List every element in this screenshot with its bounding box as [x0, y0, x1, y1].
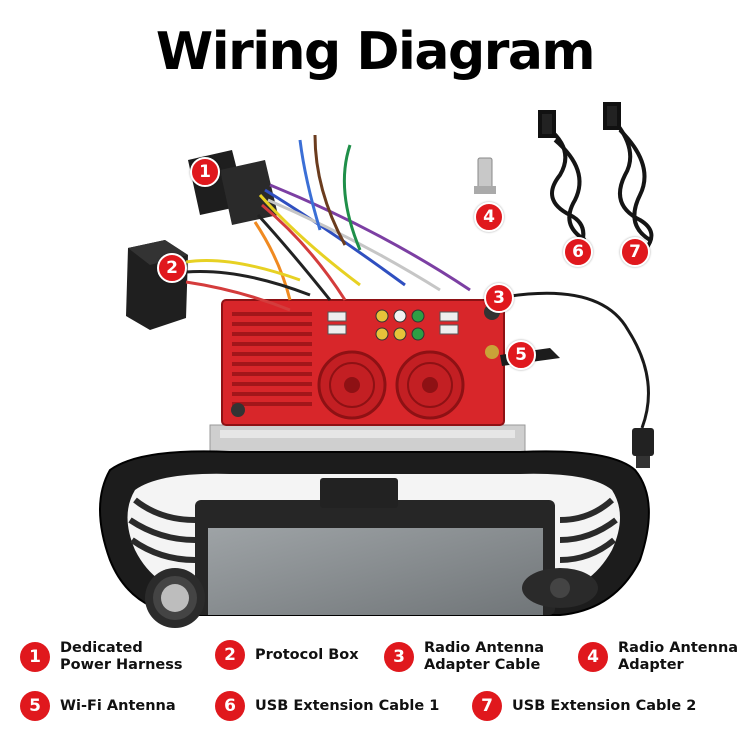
callout-badge-2: 2	[157, 253, 187, 283]
antenna-adapter-cable	[497, 291, 654, 468]
legend-item-antenna-adapter-cable: 3 Radio Antenna Adapter Cable	[384, 640, 544, 674]
legend-number: 7	[472, 691, 502, 721]
callout-badge-6: 6	[563, 237, 593, 267]
usb-cable-1	[538, 110, 587, 249]
main-board	[221, 299, 505, 426]
callout-badge-3: 3	[484, 283, 514, 313]
callout-badge-7: 7	[620, 237, 650, 267]
legend-item-usb-cable-1: 6 USB Extension Cable 1	[215, 691, 439, 721]
legend-label: Radio Antenna Adapter	[618, 640, 739, 673]
legend-number: 6	[215, 691, 245, 721]
legend-label: Protocol Box	[255, 646, 359, 663]
legend-item-wifi-antenna: 5 Wi-Fi Antenna	[20, 691, 176, 721]
legend-number: 4	[578, 642, 608, 672]
page-title: Wiring Diagram	[155, 22, 596, 82]
head-unit	[99, 424, 650, 628]
legend-item-usb-cable-2: 7 USB Extension Cable 2	[472, 691, 696, 721]
callout-badge-1: 1	[190, 157, 220, 187]
usb-cable-2	[603, 102, 654, 252]
callout-badge-4: 4	[474, 202, 504, 232]
legend-label: Dedicated Power Harness	[60, 640, 183, 673]
legend-item-power-harness: 1 Dedicated Power Harness	[20, 640, 183, 674]
legend-number: 3	[384, 642, 414, 672]
callout-badge-5: 5	[506, 340, 536, 370]
antenna-adapter	[474, 157, 496, 194]
legend-item-protocol-box: 2 Protocol Box	[215, 640, 359, 670]
legend-number: 5	[20, 691, 50, 721]
power-harness	[188, 134, 471, 301]
legend-item-antenna-adapter: 4 Radio Antenna Adapter	[578, 640, 738, 674]
legend-number: 2	[215, 640, 245, 670]
legend-label: Wi-Fi Antenna	[60, 697, 176, 714]
legend-label: USB Extension Cable 1	[255, 697, 440, 714]
legend-label: Radio Antenna Adapter Cable	[424, 640, 545, 673]
legend-number: 1	[20, 642, 50, 672]
legend-label: USB Extension Cable 2	[512, 697, 697, 714]
